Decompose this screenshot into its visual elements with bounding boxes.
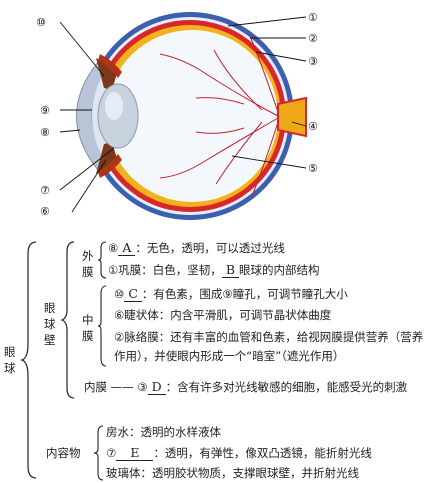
leader-lines	[59, 16, 307, 213]
answer-a: A	[118, 241, 136, 256]
callout-2: ②	[308, 32, 318, 45]
optic-nerve	[277, 96, 307, 138]
lens-highlight	[105, 92, 123, 120]
middle-item-choroid-1: ②脉络膜：还有丰富的血管和色素，给视网膜提供营养（营养	[114, 330, 424, 344]
middle-item-choroid-2: 作用），并使眼内形成一个“暗室”（遮光作用）	[114, 349, 345, 363]
root-brace	[20, 241, 37, 479]
answer-e: E	[116, 446, 154, 461]
middle-item-ciliary: ⑥睫状体：内含平滑肌，可调节晶状体曲度	[114, 308, 332, 322]
callout-4: ④	[308, 120, 318, 133]
outer-label: 外膜	[82, 249, 94, 279]
answer-b: B	[221, 263, 239, 278]
callout-1: ①	[308, 11, 318, 24]
wall-label: 眼球壁	[44, 301, 56, 347]
ciliary-body-lower	[98, 154, 122, 178]
ciliary-body	[98, 54, 122, 78]
retinal-vessels	[159, 35, 279, 197]
contents-item-vitreous: 玻璃体：透明胶状物质，支撑眼球壁，并折射光线	[106, 466, 359, 480]
answer-c: C	[124, 287, 142, 302]
outer-brace	[97, 241, 107, 279]
iris-lower	[96, 142, 118, 174]
callout-9: ⑨	[40, 104, 50, 117]
callout-10: ⑩	[36, 16, 46, 29]
callout-6: ⑥	[40, 205, 50, 218]
middle-label: 中膜	[82, 313, 94, 343]
callout-5: ⑤	[308, 162, 318, 175]
callout-8: ⑧	[40, 126, 50, 139]
root-label: 眼球	[4, 345, 16, 375]
middle-brace	[97, 285, 107, 367]
wall-brace	[60, 241, 75, 399]
contents-brace	[93, 425, 104, 481]
answer-d: D	[147, 380, 166, 395]
iris	[96, 58, 118, 90]
contents-item-aqueous: 房水：透明的水样液体	[106, 425, 221, 439]
callout-7: ⑦	[40, 184, 50, 197]
vitreous-body	[106, 30, 278, 202]
contents-label: 内容物	[46, 446, 81, 460]
callout-3: ③	[308, 55, 318, 68]
eyeball-diagram: ① ② ③ ④ ⑤ ⑥ ⑦ ⑧ ⑨ ⑩	[36, 11, 318, 220]
